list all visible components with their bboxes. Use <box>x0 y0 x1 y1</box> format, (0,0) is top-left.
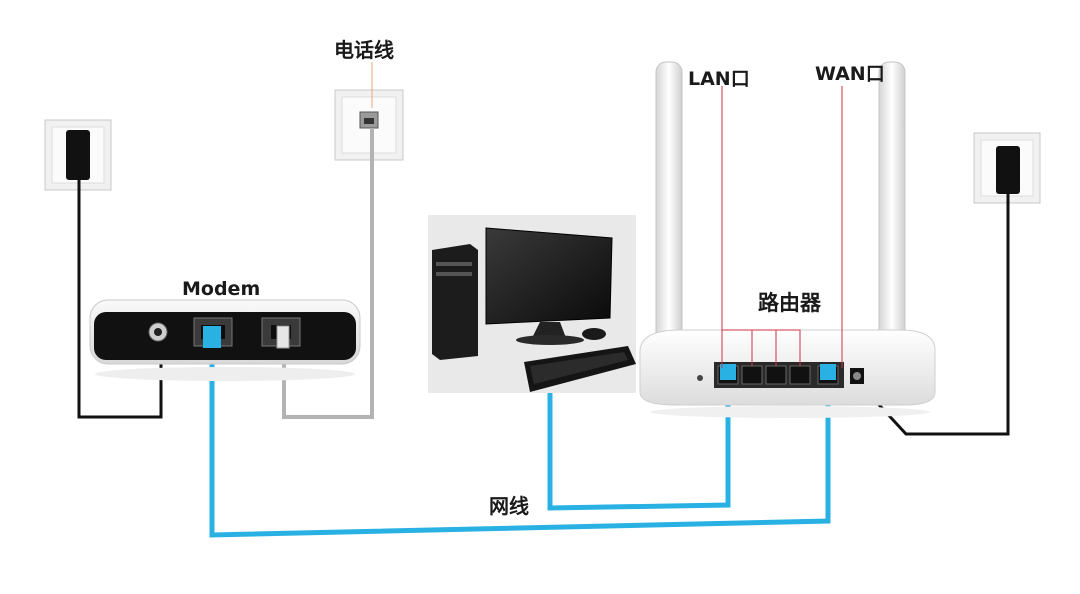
network-cable-label: 网线 <box>489 494 529 518</box>
modem-power-cable <box>77 180 163 419</box>
phone-wall-jack-icon <box>334 89 404 161</box>
lan-port-label: LAN口 <box>688 68 750 90</box>
lan-port-markers <box>721 86 801 368</box>
phone-cable <box>282 128 374 419</box>
computer-icon <box>428 215 636 393</box>
power-outlet-icon <box>973 132 1041 204</box>
router-label: 路由器 <box>758 291 821 315</box>
modem-label: Modem <box>182 278 261 300</box>
router-icon <box>639 61 936 418</box>
modem-icon <box>89 299 361 381</box>
network-cable-pc-lan <box>547 378 731 511</box>
phone-line-label: 电话线 <box>334 38 394 62</box>
network-cable-modem-wan <box>209 340 831 538</box>
power-outlet-icon <box>44 119 112 191</box>
wan-port-label: WAN口 <box>815 63 885 85</box>
